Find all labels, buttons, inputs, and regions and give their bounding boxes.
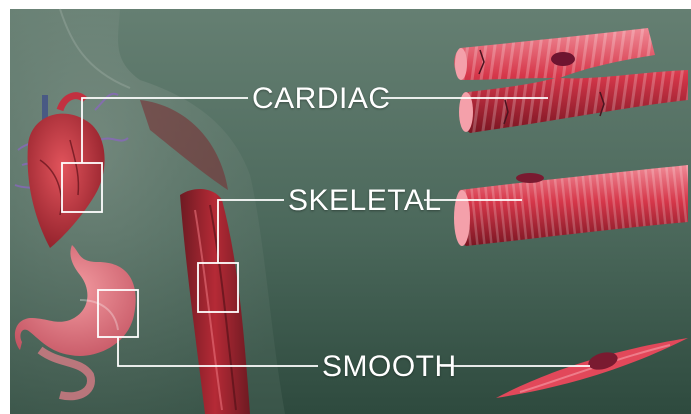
cardiac-nucleus [551, 52, 575, 66]
label-skeletal: SKELETAL [288, 186, 442, 216]
label-smooth: SMOOTH [322, 352, 457, 382]
skeletal-nucleus [516, 173, 544, 183]
label-cardiac: CARDIAC [252, 84, 391, 114]
